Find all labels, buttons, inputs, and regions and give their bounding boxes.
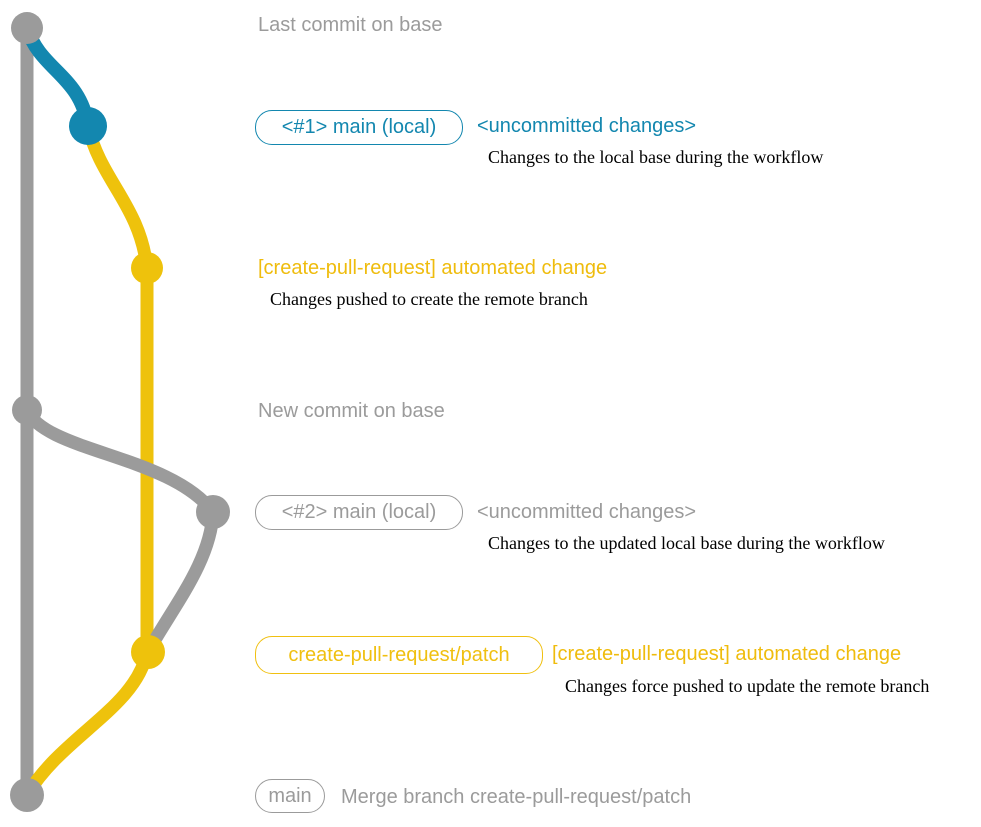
branch-local-2-out: [20, 403, 220, 519]
commit-description-uncommitted-1: Changes to the local base during the wor…: [488, 147, 824, 167]
commit-message-uncommitted-2: <uncommitted changes>: [477, 501, 697, 523]
commit-message-automated-1: [create-pull-request] automated change: [258, 257, 608, 279]
commit-node-local-1: [69, 107, 107, 145]
label-last-commit-on-base: Last commit on base: [258, 14, 443, 36]
branch-badge-main: main: [255, 779, 325, 813]
branch-badge-create-pull-request-patch: create-pull-request/patch: [255, 636, 543, 674]
branch-badge-main-local-1: <#1> main (local): [255, 110, 463, 145]
commit-description-uncommitted-2: Changes to the updated local base during…: [488, 533, 885, 553]
commit-node-last-base: [11, 12, 43, 44]
branch-badge-main-local-2: <#2> main (local): [255, 495, 463, 530]
commit-node-new-base: [12, 395, 42, 425]
commit-message-merge: Merge branch create-pull-request/patch: [341, 786, 692, 808]
commit-description-automated-1: Changes pushed to create the remote bran…: [270, 289, 588, 309]
branch-local-2-back: [141, 505, 220, 659]
commit-message-automated-2: [create-pull-request] automated change: [552, 643, 902, 665]
commit-node-automated-1: [131, 252, 163, 284]
commit-description-automated-2: Changes force pushed to update the remot…: [565, 676, 930, 696]
label-new-commit-on-base: New commit on base: [258, 400, 445, 422]
commit-node-merge: [10, 778, 44, 812]
commit-graph: [10, 12, 230, 812]
commit-node-automated-2: [131, 635, 165, 669]
commit-node-local-2: [196, 495, 230, 529]
commit-message-uncommitted-1: <uncommitted changes>: [477, 115, 697, 137]
